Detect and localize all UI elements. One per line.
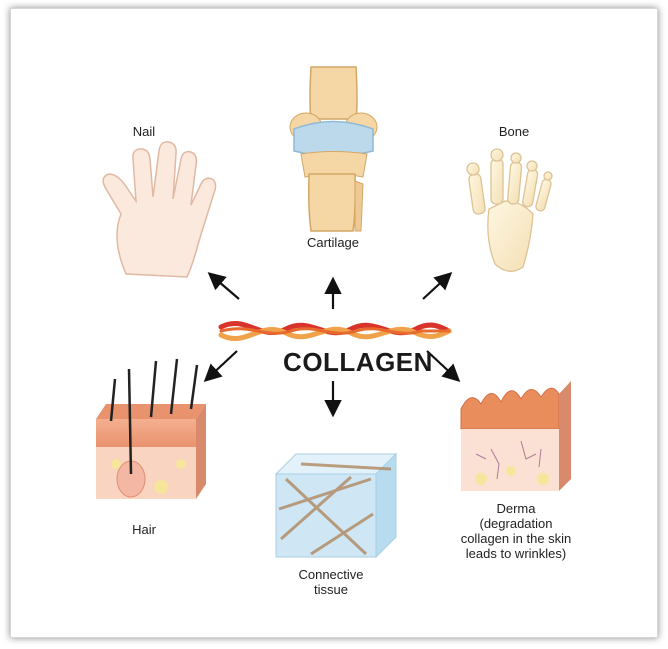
label-connective-line2: tissue bbox=[276, 582, 386, 597]
derma-illustration bbox=[461, 381, 571, 491]
label-derma-line3: collagen in the skin bbox=[441, 531, 591, 546]
arrow-up-right bbox=[423, 275, 449, 299]
label-nail: Nail bbox=[124, 124, 164, 139]
hair-skin-illustration bbox=[96, 359, 206, 499]
arrow-down-left bbox=[207, 351, 237, 379]
bone-illustration bbox=[467, 149, 552, 271]
cartilage-illustration bbox=[290, 67, 377, 231]
label-derma-line1: Derma bbox=[441, 501, 591, 516]
label-connective-line1: Connective bbox=[276, 567, 386, 582]
label-derma: Derma (degradation collagen in the skin … bbox=[441, 501, 591, 561]
connective-tissue-illustration bbox=[276, 454, 396, 557]
label-bone: Bone bbox=[489, 124, 539, 139]
diagram-frame: Nail Cartilage Bone COLLAGEN Hair Connec… bbox=[10, 8, 658, 638]
collagen-fiber bbox=[221, 323, 449, 338]
label-derma-line4: leads to wrinkles) bbox=[441, 546, 591, 561]
label-derma-line2: (degradation bbox=[441, 516, 591, 531]
label-connective-tissue: Connective tissue bbox=[276, 567, 386, 597]
label-cartilage: Cartilage bbox=[293, 235, 373, 250]
collagen-title: COLLAGEN bbox=[263, 347, 453, 378]
arrow-up-left bbox=[211, 275, 239, 299]
arrows bbox=[207, 275, 457, 413]
hand-illustration bbox=[103, 142, 215, 277]
label-hair: Hair bbox=[124, 522, 164, 537]
